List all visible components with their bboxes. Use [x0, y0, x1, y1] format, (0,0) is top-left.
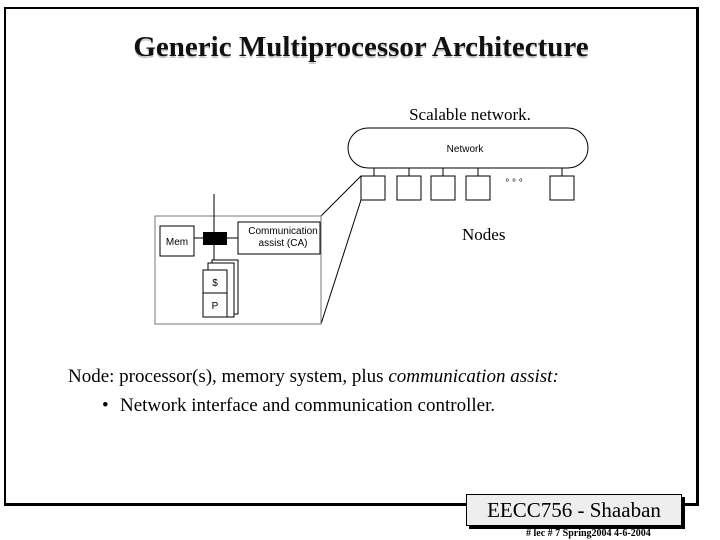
node-box-5: [549, 175, 575, 201]
title-shadow: Generic Multiprocessor Architecture: [133, 33, 589, 65]
cache-label: $: [212, 278, 218, 289]
bullet-item: • Network interface and communication con…: [102, 395, 495, 417]
node-box-3: [430, 175, 456, 201]
footer-author-box: EECC756 - Shaaban: [466, 494, 682, 526]
node-box-4: [465, 175, 491, 201]
zoom-line-bottom: [320, 199, 362, 325]
node-box-2: [396, 175, 422, 201]
bullet-marker: •: [102, 395, 109, 416]
bullet-text: Network interface and communication cont…: [120, 395, 496, 416]
title-text: Generic Multiprocessor Architecture: [133, 31, 589, 63]
slide-title: Generic Multiprocessor Architecture Gene…: [0, 31, 720, 66]
ca-label-line2: assist (CA): [259, 238, 308, 249]
mem-label: Mem: [166, 237, 188, 248]
network-label: Network: [447, 144, 485, 155]
node-description-text: Node: processor(s), memory system, plus: [68, 366, 389, 387]
node-box-1: [360, 175, 386, 201]
processor-label: P: [212, 301, 219, 312]
network-bus: [347, 127, 589, 169]
zoom-line-top: [320, 175, 362, 217]
mem-box: [159, 225, 195, 257]
slide-frame: [4, 7, 699, 506]
processor-box: [202, 292, 228, 318]
switch-block: [203, 232, 227, 245]
footer-lecture-info: # lec # 7 Spring2004 4-6-2004: [526, 528, 651, 539]
node-ellipsis: ° ° °: [505, 178, 523, 189]
communication-assist-emphasis: communication assist:: [388, 366, 559, 387]
ca-label-line1: Communication: [248, 226, 317, 237]
scalable-network-label: Scalable network.: [409, 105, 531, 124]
node-description: Node: processor(s), memory system, plus …: [68, 366, 559, 388]
ca-box: [237, 221, 321, 255]
nodes-label: Nodes: [462, 225, 506, 244]
